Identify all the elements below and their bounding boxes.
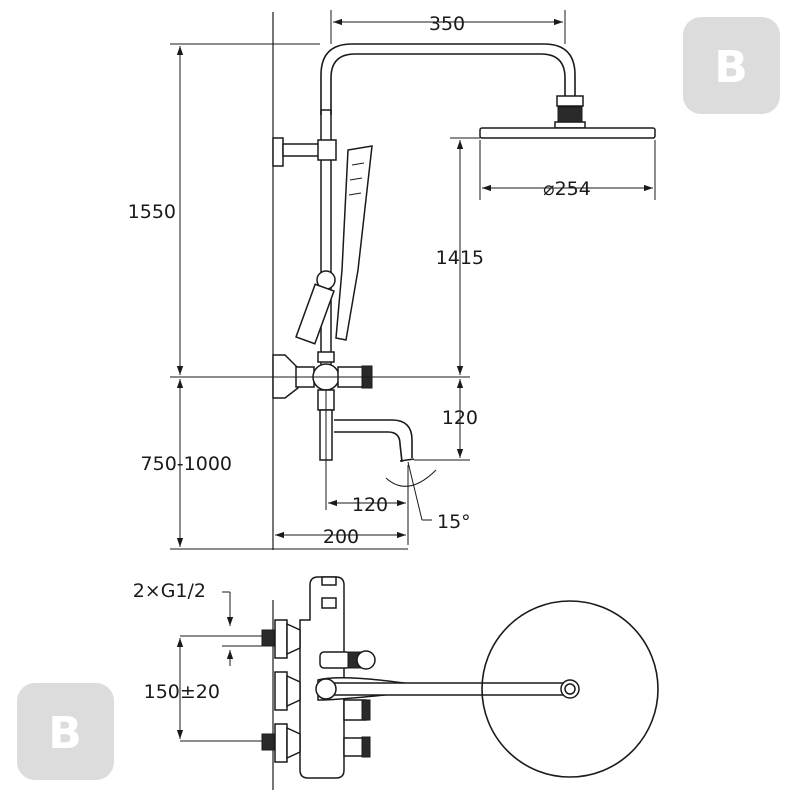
slider-holder [295,283,335,345]
svg-text:B: B [48,708,82,759]
spout-upper [334,419,413,458]
head-connector [554,121,586,129]
diverter-handle [319,651,351,669]
shower-arm-outer [320,43,576,115]
dim-head-height: 1415 [436,247,484,269]
dim-mixer-height: 750-1000 [141,453,232,475]
mixer-top-cap [321,576,337,586]
brand-logo-top: B [683,17,780,114]
ball-joint [557,106,583,124]
side-view: 350 ⌀254 1550 1415 750-1000 120 120 200 … [128,10,656,550]
inlet-bottom [261,723,301,763]
inlet-top [261,619,301,659]
dim-inlet-spacing: 150±20 [144,681,220,703]
outlet-middle [274,671,301,711]
mixer-slot [321,597,337,609]
dim-total-height: 1550 [128,201,176,223]
brand-logo-bottom: B [17,683,114,780]
dim-spout-projection: 120 [352,494,388,516]
dim-arm-width: 350 [429,13,465,35]
arm-nut [556,95,584,107]
dim-head-diameter: ⌀254 [543,178,591,200]
bracket-plate [272,137,284,167]
hand-shower [335,145,373,341]
shower-arm-inner [330,53,566,115]
dim-spout-angle: 15° [437,511,471,533]
arm-pivot [315,678,337,700]
mixer-body-front [299,576,345,779]
svg-text:B: B [714,42,748,93]
mixer-top-nut [317,351,335,363]
diverter-knob-front [356,650,376,670]
dim-spout-reach: 200 [323,526,359,548]
dim-spout-drop: 120 [442,407,478,429]
front-view: 2×G1/2 150±20 [133,576,659,790]
lower-handle [361,736,371,758]
shower-head-top [481,600,659,778]
bracket-arm [282,143,322,157]
spout-lower [334,431,403,463]
shower-head-side [479,127,656,139]
shower-arm-top [321,682,571,696]
temp-handle [361,699,371,721]
dim-inlet-thread: 2×G1/2 [133,580,206,602]
dim-arc-spout-angle [385,469,437,487]
bracket-clamp [317,139,337,161]
